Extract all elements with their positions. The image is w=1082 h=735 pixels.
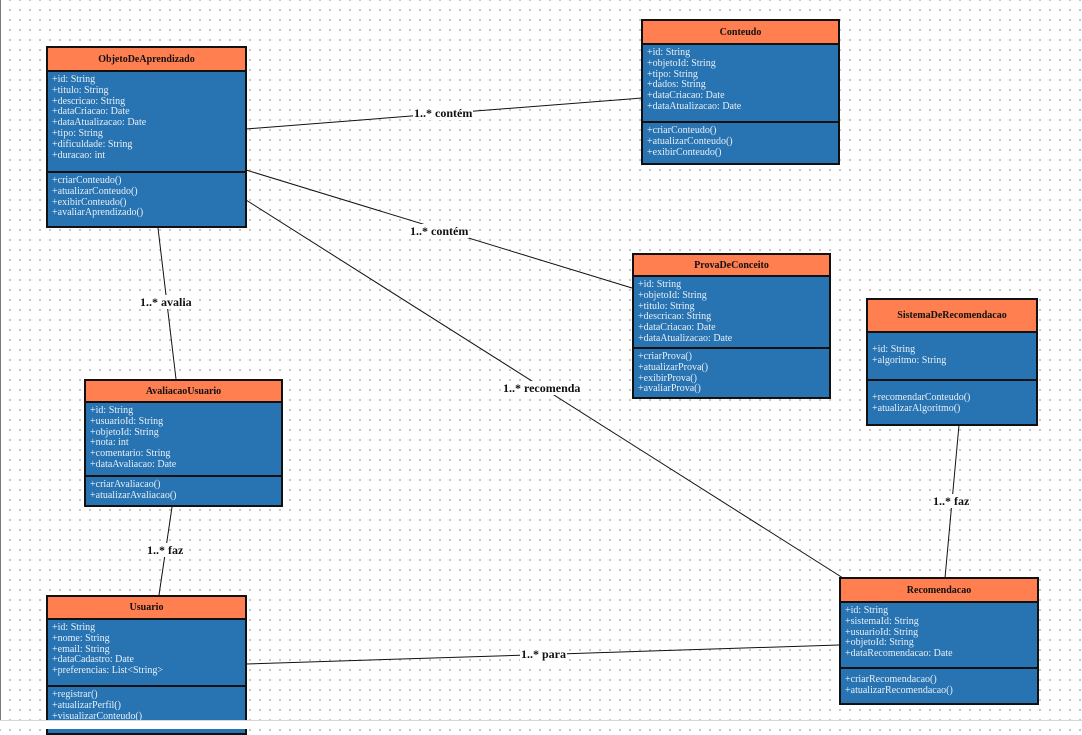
attributes-section: +id: String +objetoId: String +titulo: S…	[634, 277, 829, 349]
attribute: +dados: String	[647, 79, 706, 91]
attributes-section: +id: String +sistemaId: String +usuarioI…	[841, 603, 1037, 669]
method: +criarConteudo()	[52, 175, 122, 186]
edge-label-objeto-recomendacao: 1..* recomenda	[502, 381, 582, 395]
attribute: +comentario: String	[90, 448, 171, 460]
canvas-border	[0, 0, 1, 728]
attributes-section: +id: String +algoritmo: String	[868, 333, 1036, 381]
method: +registrar()	[52, 689, 98, 700]
attribute: +dificuldade: String	[52, 138, 133, 150]
attribute: +id: String	[52, 74, 96, 85]
method: +criarConteudo()	[647, 125, 717, 136]
method: +atualizarRecomendacao()	[845, 684, 953, 696]
attribute: +objetoId: String	[647, 57, 716, 69]
attribute: +preferencias: List<String>	[52, 665, 164, 677]
attribute: +usuarioId: String	[90, 415, 164, 427]
attribute: +objetoId: String	[90, 426, 159, 438]
attributes-section: +id: String +titulo: String +descricao: …	[48, 72, 245, 173]
methods-section: +criarAvaliacao() +atualizarAvaliacao()	[86, 477, 281, 505]
class-objeto-de-aprendizado[interactable]: ObjetoDeAprendizado +id: String +titulo:…	[46, 46, 247, 228]
attribute: +id: String	[845, 605, 889, 616]
attribute: +titulo: String	[638, 300, 695, 312]
attribute: +dataCriacao: Date	[647, 90, 725, 102]
method: +exibirConteudo()	[647, 146, 722, 158]
edge-label-usuario-recomendacao: 1..* para	[520, 647, 567, 661]
edge-label-objeto-conteudo: 1..* contém	[413, 106, 474, 120]
attribute: +duracao: int	[52, 149, 106, 161]
attribute: +usuarioId: String	[845, 626, 919, 638]
method: +atualizarProva()	[638, 361, 709, 373]
edge-label-avaliacao-usuario: 1..* faz	[146, 543, 185, 557]
attribute: +dataAtualizacao: Date	[638, 332, 733, 344]
method: +criarRecomendacao()	[845, 674, 937, 685]
class-name: ProvaDeConceito	[634, 255, 829, 277]
attribute: +sistemaId: String	[845, 615, 919, 627]
attribute: +descricao: String	[638, 311, 712, 323]
method: +criarAvaliacao()	[90, 479, 161, 490]
attributes-section: +id: String +usuarioId: String +objetoId…	[86, 403, 281, 477]
attribute: +dataRecomendacao: Date	[845, 648, 953, 660]
class-recomendacao[interactable]: Recomendacao +id: String +sistemaId: Str…	[839, 577, 1039, 705]
attribute: +id: String	[872, 344, 916, 355]
attribute: +dataCriacao: Date	[638, 322, 716, 334]
class-name: Usuario	[48, 597, 245, 620]
attribute: +id: String	[647, 47, 691, 58]
edge-label-sistema-recomendacao: 1..* faz	[932, 494, 971, 508]
attribute: +id: String	[52, 622, 96, 633]
canvas-bottom-edge	[0, 720, 1082, 729]
class-avaliacao-usuario[interactable]: AvaliacaoUsuario +id: String +usuarioId:…	[84, 379, 283, 507]
class-name: SistemaDeRecomendacao	[868, 300, 1036, 333]
method: +atualizarConteudo()	[52, 185, 138, 197]
methods-section: +criarConteudo() +atualizarConteudo() +e…	[48, 173, 245, 222]
attribute: +dataAvaliacao: Date	[90, 458, 177, 470]
method: +exibirProva()	[638, 372, 697, 384]
attribute: +id: String	[90, 405, 134, 416]
methods-section: +criarProva() +atualizarProva() +exibirP…	[634, 349, 829, 397]
attribute: +dataCadastro: Date	[52, 654, 134, 666]
attribute: +objetoId: String	[845, 637, 914, 649]
methods-section: +recomendarConteudo() +atualizarAlgoritm…	[868, 381, 1036, 418]
edge-label-objeto-avaliacao: 1..* avalia	[139, 295, 193, 309]
class-prova-de-conceito[interactable]: ProvaDeConceito +id: String +objetoId: S…	[632, 253, 831, 399]
method: +atualizarConteudo()	[647, 135, 733, 147]
attribute: +descricao: String	[52, 95, 126, 107]
attribute: +id: String	[638, 279, 682, 290]
edge-label-objeto-prova: 1..* contém	[409, 224, 470, 238]
attribute: +dataCriacao: Date	[52, 106, 130, 118]
attribute: +email: String	[52, 643, 110, 655]
attribute: +titulo: String	[52, 84, 109, 96]
class-name: AvaliacaoUsuario	[86, 381, 281, 403]
method: +exibirConteudo()	[52, 196, 127, 208]
attributes-section: +id: String +objetoId: String +tipo: Str…	[643, 45, 838, 123]
class-name: ObjetoDeAprendizado	[48, 48, 245, 72]
class-usuario[interactable]: Usuario +id: String +nome: String +email…	[46, 595, 247, 735]
class-sistema-de-recomendacao[interactable]: SistemaDeRecomendacao +id: String +algor…	[866, 298, 1038, 426]
method: +recomendarConteudo()	[872, 392, 971, 403]
method: +atualizarAlgoritmo()	[872, 402, 961, 414]
attribute: +tipo: String	[647, 68, 698, 80]
method: +criarProva()	[638, 351, 692, 362]
attribute: +algoritmo: String	[872, 354, 947, 366]
attributes-section: +id: String +nome: String +email: String…	[48, 620, 245, 687]
method: +atualizarPerfil()	[52, 699, 121, 711]
class-conteudo[interactable]: Conteudo +id: String +objetoId: String +…	[641, 19, 840, 165]
method: +avaliarAprendizado()	[52, 207, 144, 219]
method: +atualizarAvaliacao()	[90, 489, 177, 501]
methods-section: +criarConteudo() +atualizarConteudo() +e…	[643, 123, 838, 161]
methods-section: +criarRecomendacao() +atualizarRecomenda…	[841, 669, 1037, 700]
attribute: +nome: String	[52, 632, 110, 644]
method: +visualizarConteudo()	[52, 710, 143, 722]
class-name: Recomendacao	[841, 579, 1037, 603]
method: +avaliarProva()	[638, 383, 701, 395]
methods-section: +registrar() +atualizarPerfil() +visuali…	[48, 687, 245, 725]
attribute: +tipo: String	[52, 127, 103, 139]
attribute: +dataAtualizacao: Date	[647, 100, 742, 112]
class-name: Conteudo	[643, 21, 838, 45]
attribute: +dataAtualizacao: Date	[52, 117, 147, 129]
attribute: +objetoId: String	[638, 289, 707, 301]
attribute: +nota: int	[90, 437, 129, 449]
